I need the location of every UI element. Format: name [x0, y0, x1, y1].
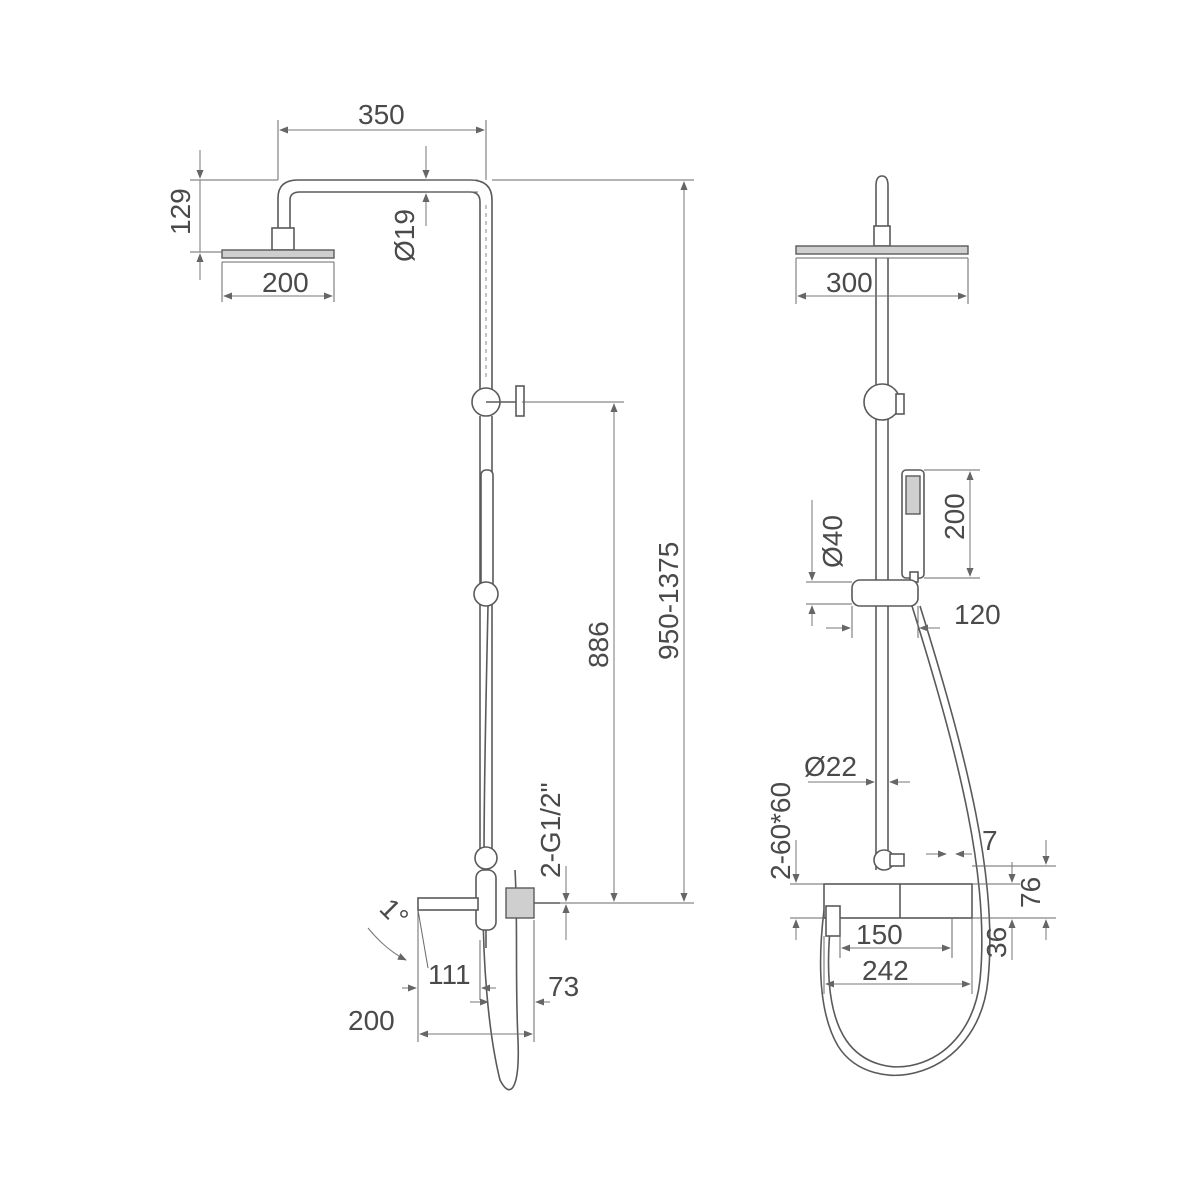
diverter-knob [474, 846, 498, 870]
side-view: 300 200 Ø40 120 Ø22 2-60*60 7 [765, 175, 1056, 1077]
front-view: 350 129 Ø19 200 950-1375 886 2-G1/2" [165, 99, 694, 1091]
dim-inlet-thread: 2-G1/2" [535, 782, 566, 878]
mixer-handle [825, 905, 841, 937]
dim-pipe-diameter: Ø19 [389, 209, 420, 262]
rain-head [221, 249, 335, 259]
dim-head-diameter: 300 [826, 267, 873, 298]
mixer-body [475, 869, 497, 931]
dim-body-height-36: 36 [981, 927, 1012, 958]
dim-bar-diameter: Ø22 [804, 751, 857, 782]
dim-holder-diameter: Ø40 [817, 515, 848, 568]
top-pipe [875, 175, 889, 228]
dim-spout-111: 111 [428, 959, 471, 990]
dim-bar-height: 886 [583, 621, 614, 668]
dim-angle: 1° [374, 892, 415, 933]
dim-spout-200: 200 [348, 1005, 395, 1036]
overhead-arm [277, 179, 493, 390]
dim-spout-73: 73 [548, 971, 579, 1002]
hose [482, 605, 520, 1091]
mixer-body-side [823, 883, 973, 919]
dim-body-150: 150 [856, 919, 903, 950]
height-clamp-side [863, 383, 901, 421]
dim-head-height: 129 [165, 188, 196, 235]
dim-body-height-76: 76 [1015, 877, 1046, 908]
dim-offset-7: 7 [982, 825, 998, 856]
dim-total-height: 950-1375 [653, 542, 684, 660]
head-connector [271, 227, 295, 251]
wall-inlet [505, 887, 535, 919]
bath-spout [417, 897, 479, 911]
dim-mounting: 2-60*60 [765, 782, 796, 880]
dim-body-242: 242 [862, 955, 909, 986]
dim-holder-reach: 120 [954, 599, 1001, 630]
dim-head-width: 200 [262, 267, 309, 298]
hose-side [827, 605, 983, 1068]
hand-shower-holder [473, 581, 499, 607]
hand-shower [480, 469, 494, 591]
hand-shower-holder-side [851, 579, 919, 607]
dim-top-width: 350 [358, 99, 405, 130]
dim-hand-head-length: 200 [939, 493, 970, 540]
rain-head-side [795, 245, 969, 255]
